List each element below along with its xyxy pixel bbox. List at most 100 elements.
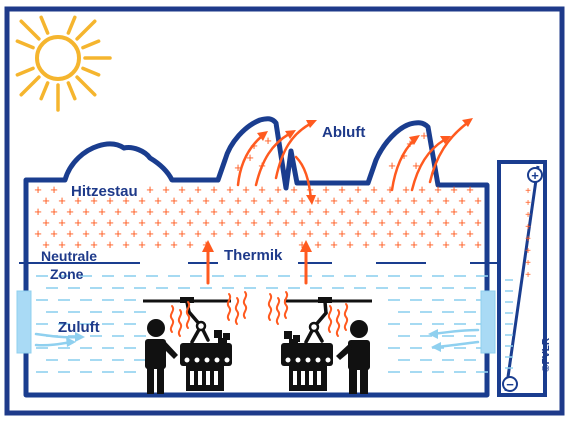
sun-ray (19, 75, 41, 97)
heat-plus-mark: + (122, 215, 130, 230)
gauge-plus-mark: + (525, 210, 531, 221)
heat-plus-mark: + (442, 193, 450, 208)
heat-plus-mark: + (90, 215, 98, 230)
heat-plus-mark: + (170, 215, 178, 230)
heat-plus-mark: + (362, 237, 370, 252)
heat-plus-mark: + (202, 193, 210, 208)
heat-plus-mark: + (258, 226, 266, 241)
pressure-gauge-icon: ++++++++ (497, 160, 547, 397)
heat-plus-mark: + (186, 193, 194, 208)
heat-plus-mark: + (74, 215, 82, 230)
heat-plus-mark: + (386, 226, 394, 241)
heat-plus-mark: + (138, 193, 146, 208)
heat-plus-mark: + (426, 237, 434, 252)
heat-plus-mark: + (42, 237, 50, 252)
heat-plus-mark: + (354, 204, 362, 219)
heat-plus-mark: + (258, 204, 266, 219)
heat-plus-mark: + (410, 237, 418, 252)
heat-plus-mark: + (450, 204, 458, 219)
heat-plus-mark: + (82, 226, 90, 241)
heat-plus-mark: + (388, 158, 396, 173)
label-zuluft: Zuluft (58, 319, 100, 336)
heat-plus-mark: + (330, 215, 338, 230)
sun-ray (75, 19, 97, 41)
heat-plus-mark: + (210, 226, 218, 241)
heat-plus-mark: + (330, 193, 338, 208)
heat-plus-mark: + (346, 215, 354, 230)
building-outline (23, 116, 490, 398)
heat-wave (185, 301, 191, 329)
gauge-plus-mark: + (525, 186, 531, 197)
worker-icon-right (336, 320, 370, 394)
heat-plus-mark: + (370, 204, 378, 219)
heat-plus-mark: + (418, 204, 426, 219)
heat-plus-mark: + (298, 237, 306, 252)
worker-icon-left (145, 319, 178, 394)
heat-plus-mark: + (362, 193, 370, 208)
heat-plus-mark: + (98, 204, 106, 219)
negative-icon (502, 376, 518, 392)
exhaust-arrows (236, 122, 468, 201)
heat-plus-mark: + (122, 193, 130, 208)
gauge-plus-symbol: + (531, 168, 539, 183)
heat-plus-mark: + (378, 193, 386, 208)
heat-plus-mark: + (170, 193, 178, 208)
label-abluft: Abluft (322, 124, 366, 141)
sun-ray (81, 66, 101, 77)
heat-plus-mark: + (154, 193, 162, 208)
heat-plus-mark: + (386, 204, 394, 219)
label-zone: Zone (50, 266, 84, 282)
heat-plus-mark: + (170, 237, 178, 252)
heat-plus-mark: + (242, 204, 250, 219)
heat-plus-mark: + (426, 193, 434, 208)
sun-ray (15, 39, 35, 50)
heat-plus-mark: + (106, 193, 114, 208)
heat-plus-mark: + (426, 215, 434, 230)
heat-plus-mark: + (226, 226, 234, 241)
heat-plus-mark: + (402, 182, 410, 197)
heat-plus-mark: + (322, 226, 330, 241)
heat-plus-mark: + (346, 193, 354, 208)
positive-icon (527, 167, 543, 183)
heat-plus-mark: + (442, 237, 450, 252)
heat-plus-mark: + (50, 226, 58, 241)
heat-plus-mark: + (282, 215, 290, 230)
sun-icon (15, 15, 112, 112)
heat-plus-mark: + (106, 237, 114, 252)
heat-plus-mark: + (162, 182, 170, 197)
heat-plus-mark: + (370, 226, 378, 241)
exhaust-arrowheads (257, 118, 473, 205)
heat-plus-mark: + (234, 160, 242, 175)
heat-plus-mark: + (146, 182, 154, 197)
heat-plus-mark: + (322, 182, 330, 197)
sun-ray (81, 39, 101, 50)
heat-plus-mark: + (338, 226, 346, 241)
heat-plus-mark: + (378, 215, 386, 230)
label-neutrale: Neutrale (41, 248, 98, 264)
sun-ray (66, 15, 77, 35)
heat-plus-mark: + (234, 215, 242, 230)
heat-plus-mark: + (218, 215, 226, 230)
heat-plus-mark: + (466, 182, 474, 197)
heat-plus-mark: + (146, 226, 154, 241)
heat-plus-mark: + (258, 182, 266, 197)
gauge-plus-mark: + (525, 234, 531, 245)
heat-plus-mark: + (58, 193, 66, 208)
heat-plus-mark: + (362, 215, 370, 230)
heat-plus-mark: + (226, 182, 234, 197)
heat-plus-mark: + (154, 237, 162, 252)
heat-plus-mark: + (242, 182, 250, 197)
heat-plus-mark: + (474, 193, 482, 208)
heat-plus-mark: + (50, 182, 58, 197)
heat-plus-mark: + (114, 226, 122, 241)
heat-plus-mark: + (194, 204, 202, 219)
heat-plus-mark: + (178, 182, 186, 197)
heat-plus-mark: + (226, 204, 234, 219)
machine-icon-left (143, 297, 232, 391)
heat-plus-mark: + (450, 182, 458, 197)
heat-plus-mark: + (66, 204, 74, 219)
heat-plus-mark: + (50, 204, 58, 219)
heat-plus-mark: + (418, 182, 426, 197)
heat-wave (226, 293, 232, 321)
